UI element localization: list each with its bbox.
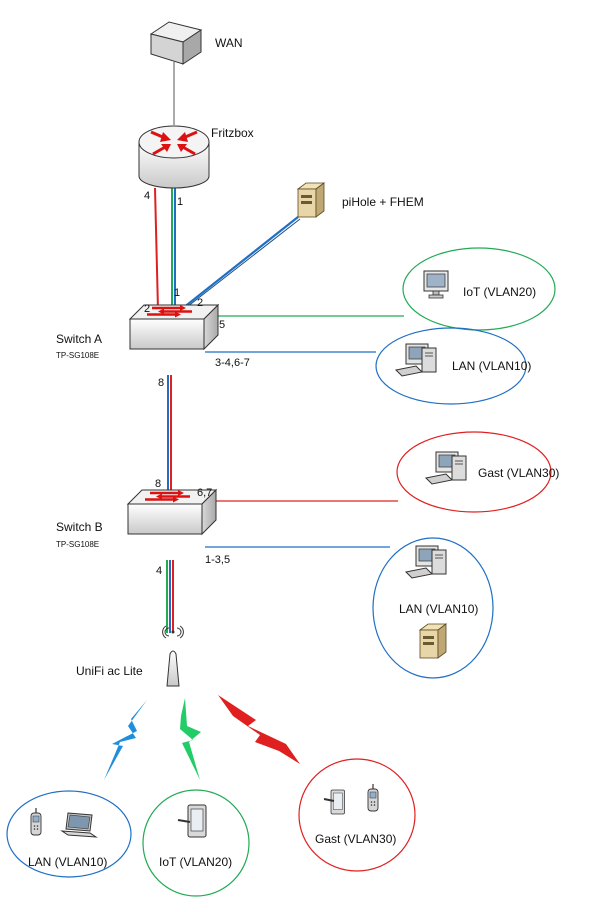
switch-b-port-lan: 1-3,5 <box>205 554 230 566</box>
group-iot-wifi-label: IoT (VLAN20) <box>159 855 232 869</box>
stylus-icon <box>177 819 191 823</box>
trunk-switch-b-ap <box>166 560 174 633</box>
switch-a-label: Switch A <box>56 332 102 346</box>
group-lan-a-label: LAN (VLAN10) <box>452 359 531 373</box>
trunk-router-switch-a <box>154 187 176 311</box>
group-gast-wired-label: Gast (VLAN30) <box>478 466 559 480</box>
switch-a-port-blue: 1 <box>174 287 180 299</box>
wifi-bolt-vlan20-icon <box>180 698 201 780</box>
server-icon <box>419 623 447 659</box>
router-icon <box>138 125 210 189</box>
group-iot-wired-label: IoT (VLAN20) <box>463 285 536 299</box>
router-label: Fritzbox <box>211 126 254 140</box>
group-gast-wifi <box>298 758 416 872</box>
switch-a-model: TP-SG108E <box>56 351 99 360</box>
tablet-icon <box>330 789 345 815</box>
monitor-icon <box>423 270 449 299</box>
stylus-icon <box>323 798 335 802</box>
access-point-icon <box>162 625 184 687</box>
switch-b-port-gast: 6,7 <box>197 487 212 499</box>
group-lan-b <box>372 537 494 679</box>
group-lan-a <box>375 327 527 405</box>
phone-icon <box>367 783 379 812</box>
link-switch-a-pihole <box>177 216 301 315</box>
group-lan-b-label: LAN (VLAN10) <box>399 602 478 616</box>
server-icon <box>297 182 325 218</box>
wan-label: WAN <box>215 36 243 50</box>
pc-icon <box>425 451 467 485</box>
wifi-bolt-vlan30-icon <box>218 695 300 764</box>
group-gast-wired <box>396 431 552 513</box>
pc-icon <box>395 343 437 377</box>
switch-a-port-pihole: 2 <box>197 297 203 309</box>
wan-box-icon <box>149 21 203 65</box>
switch-a-port-iot: 5 <box>219 319 225 331</box>
switch-b-model: TP-SG108E <box>56 540 99 549</box>
router-port-blue: 1 <box>177 196 183 208</box>
switch-a-port-red: 2 <box>144 303 150 315</box>
switch-a-port-down: 8 <box>158 377 164 389</box>
switch-b-label: Switch B <box>56 520 103 534</box>
group-iot-wired <box>402 247 556 331</box>
laptop-icon <box>61 812 97 838</box>
ap-label: UniFi ac Lite <box>76 664 143 678</box>
group-lan-wifi-label: LAN (VLAN10) <box>28 855 107 869</box>
tablet-icon <box>187 804 207 838</box>
group-gast-wifi-label: Gast (VLAN30) <box>315 832 396 846</box>
trunk-switch-a-switch-b <box>167 375 172 490</box>
switch-a-port-lan: 3-4,6-7 <box>215 357 250 369</box>
group-lan-wifi <box>6 790 132 878</box>
router-port-red: 4 <box>144 190 150 202</box>
pc-icon <box>405 545 447 579</box>
wifi-bolt-vlan10-icon <box>104 700 147 780</box>
phone-icon <box>30 807 42 836</box>
switch-b-port-down: 4 <box>156 565 162 577</box>
pihole-label: piHole + FHEM <box>342 195 424 209</box>
switch-b-port-up: 8 <box>155 478 161 490</box>
group-iot-wifi <box>142 789 250 897</box>
